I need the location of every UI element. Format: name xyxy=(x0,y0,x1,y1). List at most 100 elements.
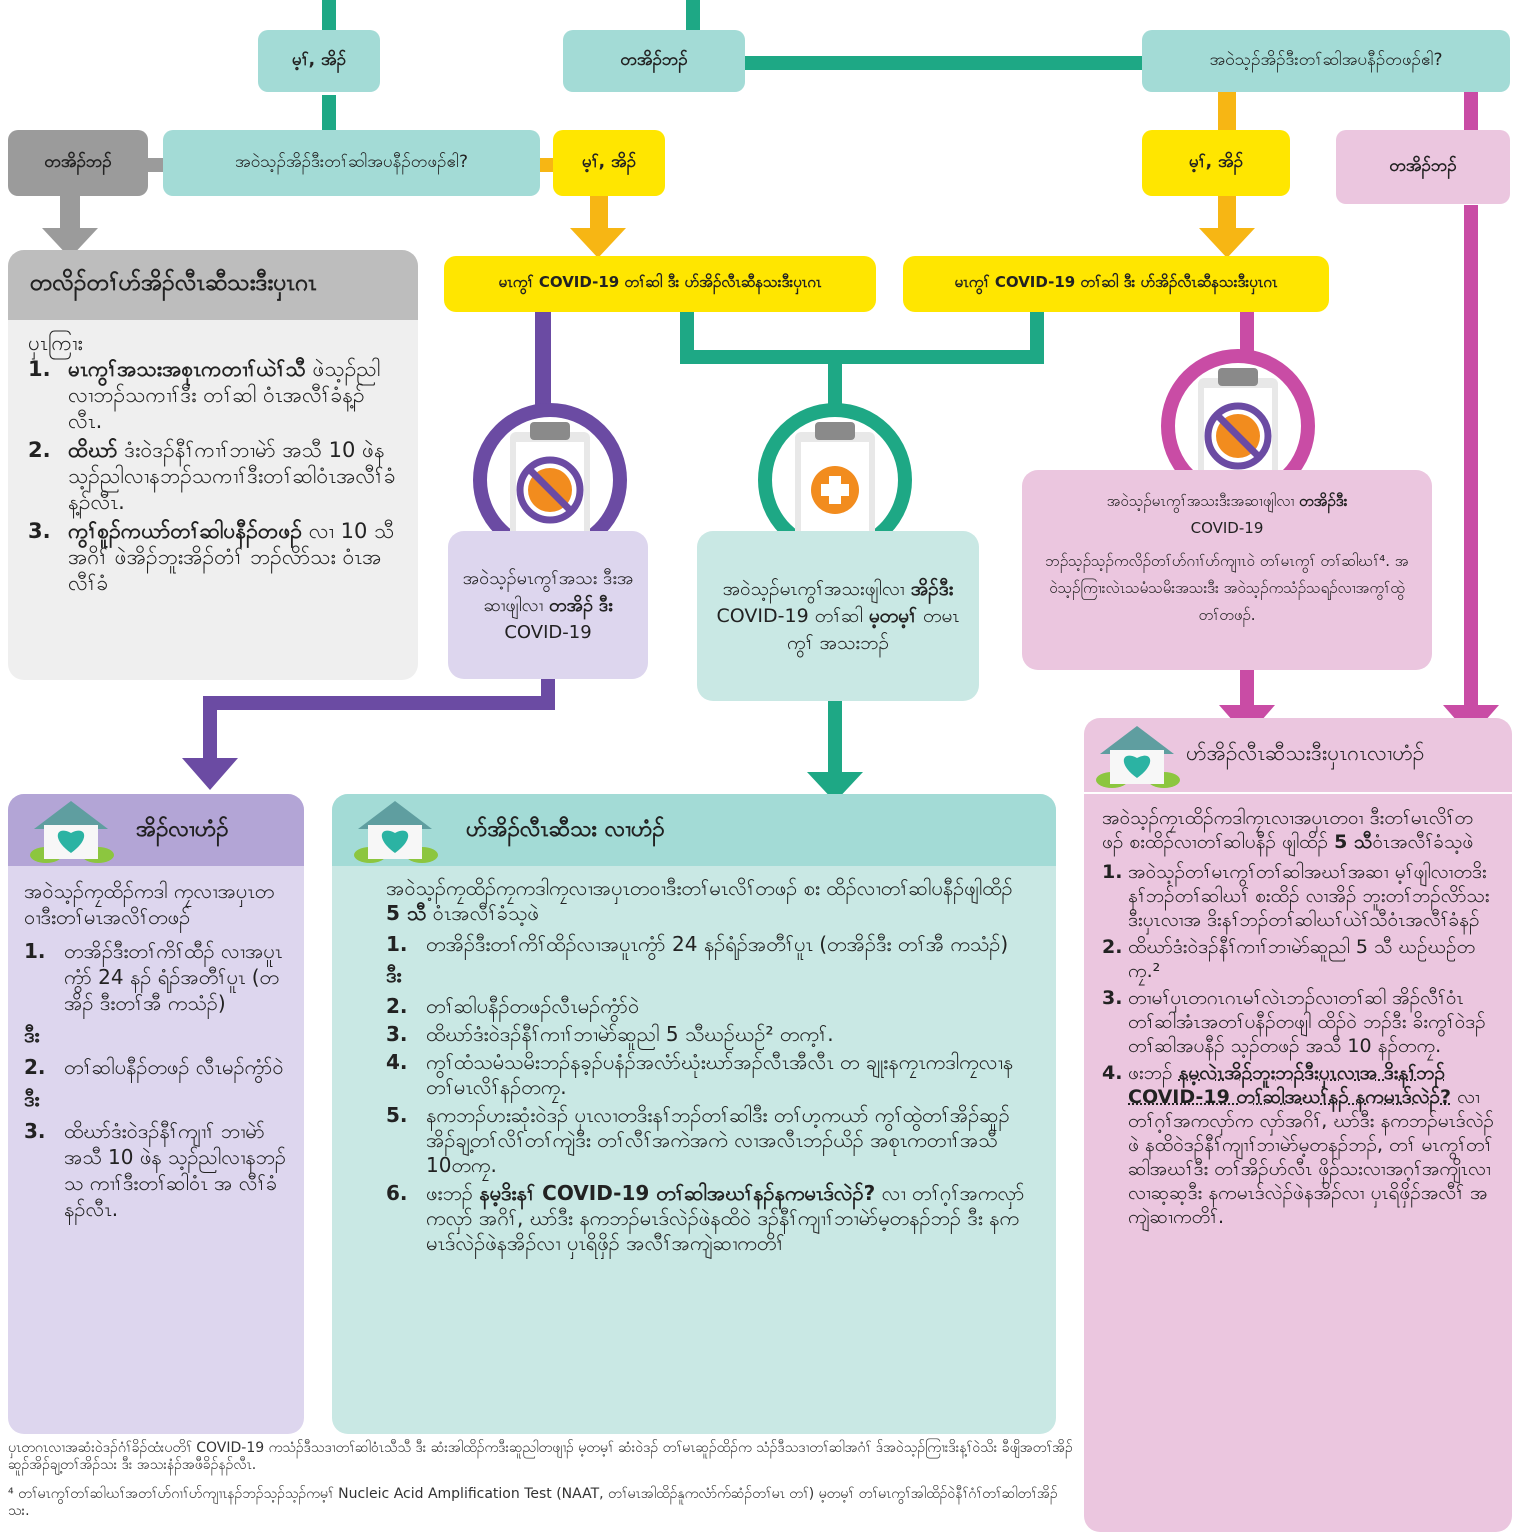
connector-line xyxy=(146,158,166,172)
list-number: 3. xyxy=(28,519,51,543)
connector-line xyxy=(535,312,551,412)
intro-bold: 5 သီ xyxy=(386,901,427,925)
stay-home-body: အဝဲသ့ၣ်ကၠထိၣ်ကဒါ ကၠလၢအပှၤတဝၢဒီးတၢ်မၤအလိၢ… xyxy=(8,866,304,1237)
connector-line xyxy=(745,56,1145,70)
list-item-text: လၢ တၢ်ဂ့ၢ်အကလှာ်ကလှာ် အဂိၢ်, ဃာ်ဒီး နကဘၣ… xyxy=(426,1181,1025,1255)
list-number: 1. xyxy=(1102,861,1123,883)
list-item-text: တအိၣ်ဒီးတၢ်ကိၢ်ထီၣ် လၢအပူၤကွံာ် 24 နၣ် ရ… xyxy=(64,939,283,1015)
list-separator: ဒီး xyxy=(24,1087,40,1111)
quarantine-intro: ပှၤကြၢး xyxy=(28,331,83,355)
decision-yes-top-left: မ့ၢ်, အိၣ် xyxy=(258,30,380,92)
list-item: 2.ထိဃာ်ဒံးဝဲဒၣ်နီၢ်ကၢၢ်ဘၢမဲာ်ဆူညါ 5 သီ ဃ… xyxy=(1102,935,1494,983)
intro-bold: 5 သီ xyxy=(1334,831,1373,853)
connector-line xyxy=(686,0,700,30)
list-item-text: လၢတၢ်ဂ့ၢ်အကလှာ်က လှာ်အဂိၢ်, ဃာ်ဒီး နကဘၣ်… xyxy=(1128,1086,1494,1228)
result-text: အဝဲသ့ၣ်မၤကွၢ်အသး ဒီးအဆၢဖျါလၢ xyxy=(462,567,634,616)
list-item: 3. ကွၢ်စူၣ်ကယာ်တၢ်ဆါပနီၣ်တဖၣ် လၢ 10 သီအဂိ… xyxy=(28,518,398,596)
list-item: 2.တၢ်ဆါပနီၣ်တဖၣ်လီၤမၣ်ကွံာ်ဝဲ xyxy=(386,994,1032,1019)
list-number: 6. xyxy=(386,1181,408,1205)
connector-line xyxy=(1464,205,1478,715)
list-item: 2.ထိဃာ် ဒံးဝဲဒၣ်နီၢ်ကၢၢ်ဘၢမဲာ် အသီ 10 ဖဲ… xyxy=(28,437,398,515)
intro-text: ဝံၤအလီၢ်ခံသ့ဖဲ xyxy=(1372,831,1474,853)
connector-line xyxy=(203,696,217,766)
connector-line xyxy=(680,312,694,362)
isolate-home-intro: အဝဲသ့ၣ်ကၠထိၣ်ကၠကဒါကၠလၢအပှၤတဝၢဒီးတၢ်မၤလိၢ… xyxy=(386,876,1032,926)
list-number: 1. xyxy=(28,357,51,381)
result-bold: တအိၣ် xyxy=(549,594,594,616)
list-number: 2. xyxy=(28,438,51,462)
list-item: 1.အဝဲသ့ၣ်တၢ်မၤကွၢ်တၢ်ဆါအဃၢ်အဆၢ မ့ၢ်ဖျါလၢ… xyxy=(1102,860,1494,932)
list-item: 3.တၢမၢ်ပှၤတဂၤဂၤမၢ်လဲၤဘၣ်လၢတၢ်ဆါ အိၣ်လီၢ်… xyxy=(1102,986,1494,1058)
result-bold: ဒီး xyxy=(598,594,613,616)
isolate-from-others-card: ဟ်အိၣ်လီၤဆီသးဒီးပှၤဂၤလၢဟံၣ် အဝဲသ့ၣ်ကၠၤထိ… xyxy=(1084,718,1512,1532)
arrow-head-icon xyxy=(182,758,238,790)
result-text: COVID-19 xyxy=(1190,519,1264,537)
decision-yes-mid: မ့ၢ်, အိၣ် xyxy=(553,130,665,196)
list-item: 6.ဖးဘၣ် နမ့ဒိးနၢ် COVID-19 တၢ်ဆါအဃၢ်နၣ်န… xyxy=(386,1181,1032,1256)
isolate-home-title: ဟ်အိၣ်လီၤဆီသး လၢဟံၣ် xyxy=(466,816,665,842)
connector-line xyxy=(828,700,842,780)
list-item-text: ထိဃာ်ဒံးဝဲဒၣ်နီၢ်ကျၢၢ် ဘၢမဲာ် အသီ 10 ဖဲန… xyxy=(64,1119,286,1221)
connector-line xyxy=(1218,195,1236,235)
connector-line xyxy=(1240,668,1254,713)
negative-result-card: အဝဲသ့ၣ်မၤကွၢ်အသး ဒီးအဆၢဖျါလၢ တအိၣ် ဒီး C… xyxy=(448,531,648,679)
stay-home-card: အိၣ်လၢဟံၣ် အဝဲသ့ၣ်ကၠထိၣ်ကဒါ ကၠလၢအပှၤတဝၢဒ… xyxy=(8,794,304,1434)
intro-text: ဝံၤအလီၢ်ခံသ့ဖဲ xyxy=(426,901,539,925)
decision-question-left: အဝဲသ့ၣ်အိၣ်ဒီးတၢ်ဆါအပနီၣ်တဖၣ်ဧါ? xyxy=(163,130,540,196)
decision-no-top-center: တအိၣ်ဘၣ် xyxy=(563,30,745,92)
stay-home-intro: အဝဲသ့ၣ်ကၠထိၣ်ကဒါ ကၠလၢအပှၤတဝၢဒီးတၢ်မၤအလိၢ… xyxy=(24,879,275,929)
list-number: 3. xyxy=(386,1022,408,1046)
decision-no-left: တအိၣ်ဘၣ် xyxy=(8,130,148,196)
list-item-text: လၢ 10 သီအဂိၢ် ဖဲအိၣ်ဘူးအိၣ်တံၢ် ဘၣ်လိာ်သ… xyxy=(68,519,395,595)
clipboard-virus-crossed-icon xyxy=(473,403,627,557)
connector-line xyxy=(60,195,80,235)
result-text: အဝဲသ့ၣ်မၤကွၢ်အသးဒီးအဆၢဖျါလၢ xyxy=(1106,492,1300,510)
list-item-text: ထိဃာ်ဒံးဝဲဒၣ်နီၢ်ကၢၢ်ဘၢမဲာ်ဆူညါ 5 သီ ဃဉ်… xyxy=(1128,936,1476,982)
list-item-text: တၢ်ဆါပနီၣ်တဖၣ်လီၤမၣ်ကွံာ်ဝဲ xyxy=(426,994,640,1018)
list-item: 1. တအိၣ်ဒီးတၢ်ကိၢ်ထီၣ် လၢအပူၤကွံာ် 24 နၣ်… xyxy=(24,938,288,1016)
house-heart-icon xyxy=(30,801,114,863)
positive-result-card: အဝဲသ့ၣ်မၤကွၢ်အသးဖျါလၢ အိၣ်ဒီး COVID-19 တ… xyxy=(697,531,979,701)
list-item: 3. ထိဃာ်ဒံးဝဲဒၣ်နီၢ်ကၢၢ်ဘၢမဲာ်ဆူညါ 5 သီဃဉ… xyxy=(386,1022,1032,1047)
quarantine-card: တလိၣ်တၢ်ဟ်အိၣ်လီၤဆီသးဒီးပှၤဂၤ ပှၤကြၢး 1.… xyxy=(8,250,418,680)
footnote-2: ပှၤတဂၤလၢအဆံးဝဲဒၣ်ဂံၢ်ခိၣ်ထံးပတိၢ် COVID-… xyxy=(8,1440,1073,1473)
list-number: 5. xyxy=(386,1103,408,1127)
list-separator: ဒီး xyxy=(24,1023,40,1047)
list-item-text: တအိၣ်ဒီးတၢ်ကိၢ်ထိၣ်လၢအပူၤကွံာ် 24 နၣ်ရံၣ… xyxy=(426,932,1009,956)
list-item-text: တၢမၢ်ပှၤတဂၤဂၤမၢ်လဲၤဘၣ်လၢတၢ်ဆါ အိၣ်လီၢ်ဝံ… xyxy=(1128,987,1486,1057)
result-bold: အိၣ်ဒီး xyxy=(910,577,954,600)
list-item-text: တၢ်ဆါပနီၣ်တဖၣ် လီၤမၣ်ကွံာ်ဝဲ xyxy=(64,1055,284,1079)
result-text: အဝဲသ့ၣ်မၤကွၢ်အသးဖျါလၢ xyxy=(722,577,911,600)
arrow-head-icon xyxy=(1199,228,1255,258)
house-heart-icon xyxy=(354,801,438,863)
list-item-text: ထိဃာ်ဒံးဝဲဒၣ်နီၢ်ကၢၢ်ဘၢမဲာ်ဆူညါ 5 သီဃဉ်ဃ… xyxy=(426,1022,834,1046)
isolate-home-header: ဟ်အိၣ်လီၤဆီသး လၢဟံၣ် xyxy=(332,794,1056,866)
list-item: 5.နကဘၣ်ဟးဆုံးဝဲဒၣ် ပှၤလၢတဒိးနၢ်ဘၣ်တၢ်ဆါဒ… xyxy=(386,1103,1032,1178)
result-bold: မ့တမ့ၢ် xyxy=(868,604,917,627)
decision-no-right: တအိၣ်ဘၣ် xyxy=(1336,130,1510,204)
list-item-text: အဝဲသ့ၣ်တၢ်မၤကွၢ်တၢ်ဆါအဃၢ်အဆၢ မ့ၢ်ဖျါလၢတဒ… xyxy=(1128,861,1490,931)
connector-line xyxy=(322,0,336,30)
connector-line xyxy=(1464,90,1478,140)
isolate-home-card: ဟ်အိၣ်လီၤဆီသး လၢဟံၣ် အဝဲသ့ၣ်ကၠထိၣ်ကၠကဒါက… xyxy=(332,794,1056,1434)
list-item-text: ဖးဘၣ် xyxy=(1128,1062,1179,1084)
result-text: COVID-19 တၢ်ဆါ xyxy=(716,604,869,627)
isolate-from-others-title: ဟ်အိၣ်လီၤဆီသးဒီးပှၤဂၤလၢဟံၣ် xyxy=(1186,740,1425,765)
list-item-bold: ထိဃာ် xyxy=(68,438,118,462)
list-number: 3. xyxy=(1102,987,1123,1009)
link-text[interactable]: နမ့လဲၤအိၣ်ဘူးဘၣ်ဒီးပှၤလၢအ ဒိးနၢ်ဘၣ် COVI… xyxy=(1128,1062,1452,1108)
list-number: 1. xyxy=(24,939,46,963)
list-number: 1. xyxy=(386,932,408,956)
intro-text: အဝဲသ့ၣ်ကၠၤထိၣ်ကဒါကၠၤလၢအပှၤတဝၢ ဒီးတၢ်မၤလိ… xyxy=(1102,807,1473,853)
result-text: ဘၣ်သ့ၣ်သ့ၣ်ကလိၣ်တၢ်ဟ်ဂၢၢ်ဟ်ကျၢၤဝဲ တၢ်မၤက… xyxy=(1045,552,1409,624)
list-item: 1. တအိၣ်ဒီးတၢ်ကိၢ်ထိၣ်လၢအပူၤကွံာ် 24 နၣ်ရ… xyxy=(386,932,1032,957)
list-number: 4. xyxy=(386,1050,408,1074)
list-item-text: ကွၢ်ထံသမံသမိးဘၣ်နခ့ၣ်ပနံၣ်အလံာ်ဃုံးဃာ်အၣ… xyxy=(426,1050,1014,1099)
list-number: 4. xyxy=(1102,1062,1123,1084)
stay-home-header: အိၣ်လၢဟံၣ် xyxy=(8,794,304,866)
link-text[interactable]: နမ့ဒိးနၢ် COVID-19 တၢ်ဆါအဃၢ်နၣ်နကမၤဒ်လဲၣ… xyxy=(479,1181,876,1205)
stay-home-title: အိၣ်လၢဟံၣ် xyxy=(136,816,229,842)
footnote-4: ⁴ တၢ်မၤကွၢ်တၢ်ဆါဃၢ်အတၢ်ဟ်ဂၢၢ်ဟ်ကျၢၤနၣ်ဘၣ… xyxy=(8,1486,1058,1519)
arrow-head-icon xyxy=(570,228,626,258)
list-item-bold: ကွၢ်စူၣ်ကယာ်တၢ်ဆါပနီၣ်တဖၣ် xyxy=(68,519,303,543)
